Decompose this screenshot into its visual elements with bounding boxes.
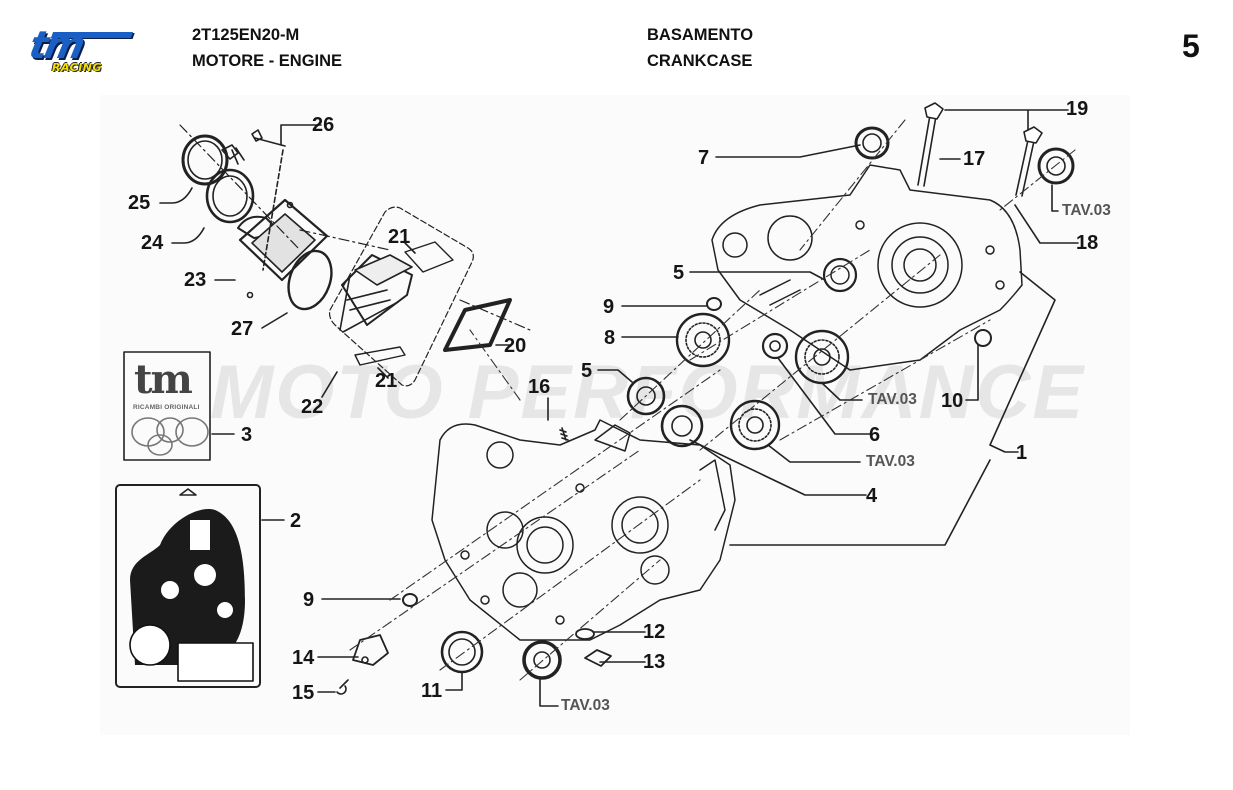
callout-9-bottom[interactable]: 9 bbox=[303, 589, 315, 611]
seal-kit-label: RICAMBI ORIGINALI bbox=[133, 404, 200, 411]
callout-13[interactable]: 13 bbox=[643, 651, 666, 673]
oil-seal-7 bbox=[854, 126, 890, 160]
callout-12[interactable]: 12 bbox=[643, 621, 666, 643]
o-ring-27 bbox=[287, 249, 333, 311]
table-ref-tav03-top[interactable]: TAV.03 bbox=[1062, 202, 1111, 219]
callout-4[interactable]: 4 bbox=[866, 485, 878, 507]
intake-spigot-ring-24 bbox=[205, 168, 255, 224]
seal-tav-bottom bbox=[522, 640, 562, 680]
drain-plug-13 bbox=[584, 649, 612, 667]
stud-18 bbox=[1015, 126, 1043, 197]
dowel-10 bbox=[974, 329, 992, 347]
callout-23[interactable]: 23 bbox=[184, 269, 207, 291]
callout-11[interactable]: 11 bbox=[421, 680, 443, 702]
logo-racing: RACING bbox=[52, 61, 103, 74]
spring-16 bbox=[559, 427, 569, 441]
group-title: MOTORE - ENGINE bbox=[192, 52, 343, 70]
gasket-kit-card bbox=[115, 484, 261, 688]
bearing-tav-mid bbox=[729, 399, 781, 451]
reed-gasket-20 bbox=[443, 298, 512, 352]
reed-block bbox=[339, 254, 413, 333]
callout-8[interactable]: 8 bbox=[604, 327, 616, 349]
callout-19[interactable]: 19 bbox=[1066, 98, 1089, 120]
seal-kit-bag bbox=[123, 351, 211, 461]
bushing-6 bbox=[761, 332, 789, 360]
callout-27[interactable]: 27 bbox=[231, 318, 254, 340]
callout-6[interactable]: 6 bbox=[869, 424, 881, 446]
callout-5-top[interactable]: 5 bbox=[673, 262, 685, 284]
table-ref-tav03-bottom[interactable]: TAV.03 bbox=[561, 697, 610, 714]
callout-24[interactable]: 24 bbox=[141, 232, 164, 254]
section-title-it: BASAMENTO bbox=[647, 26, 754, 44]
reed-manifold-23 bbox=[237, 198, 329, 299]
washer-12 bbox=[575, 628, 595, 640]
bearing-8 bbox=[675, 312, 731, 368]
page-number: 5 bbox=[1182, 28, 1200, 64]
callout-26[interactable]: 26 bbox=[312, 114, 335, 136]
watermark: MOTO PERFORMANCE bbox=[210, 350, 1086, 435]
callout-21-bottom[interactable]: 21 bbox=[375, 370, 398, 392]
table-ref-tav03-mid[interactable]: TAV.03 bbox=[866, 453, 915, 470]
callout-14[interactable]: 14 bbox=[292, 647, 315, 669]
bearing-5-lower bbox=[626, 376, 666, 416]
callout-16[interactable]: 16 bbox=[528, 376, 551, 398]
seal-kit-brand: tm bbox=[134, 356, 193, 403]
table-ref-tav03-upper[interactable]: TAV.03 bbox=[868, 391, 917, 408]
crankcase-half-right bbox=[711, 164, 1023, 371]
intake-clamp-25 bbox=[181, 134, 245, 186]
oil-seal-tav-top bbox=[1037, 147, 1075, 185]
callout-10[interactable]: 10 bbox=[941, 390, 964, 412]
callout-21-top[interactable]: 21 bbox=[388, 226, 411, 248]
part-code: 2T125EN20-M bbox=[192, 26, 300, 44]
stud-17 bbox=[917, 102, 944, 187]
bushing-9-top bbox=[706, 297, 722, 311]
callout-7[interactable]: 7 bbox=[698, 147, 710, 169]
callout-15[interactable]: 15 bbox=[292, 682, 315, 704]
dowel-9-bottom bbox=[402, 593, 418, 607]
bracket-14 bbox=[352, 634, 389, 666]
bearing-tav-upper bbox=[794, 329, 850, 385]
screw-15 bbox=[336, 679, 349, 695]
bolt-26 bbox=[251, 129, 286, 147]
callout-20[interactable]: 20 bbox=[504, 335, 527, 357]
crankcase-half-left bbox=[431, 419, 736, 641]
callout-2[interactable]: 2 bbox=[290, 510, 302, 532]
callout-5-lower[interactable]: 5 bbox=[581, 360, 593, 382]
tm-racing-logo: tm RACING bbox=[25, 23, 134, 76]
reed-petal-21-top bbox=[404, 241, 454, 273]
bearing-4 bbox=[660, 404, 704, 448]
seal-11 bbox=[440, 630, 484, 674]
callout-22[interactable]: 22 bbox=[301, 396, 324, 418]
section-title-en: CRANKCASE bbox=[647, 52, 753, 70]
callout-9-top[interactable]: 9 bbox=[603, 296, 615, 318]
callout-3[interactable]: 3 bbox=[241, 424, 253, 446]
callout-1[interactable]: 1 bbox=[1016, 442, 1028, 464]
reed-petal-21-bottom bbox=[354, 346, 406, 366]
callout-18[interactable]: 18 bbox=[1076, 232, 1099, 254]
callout-17[interactable]: 17 bbox=[963, 148, 986, 170]
callout-25[interactable]: 25 bbox=[128, 192, 151, 214]
